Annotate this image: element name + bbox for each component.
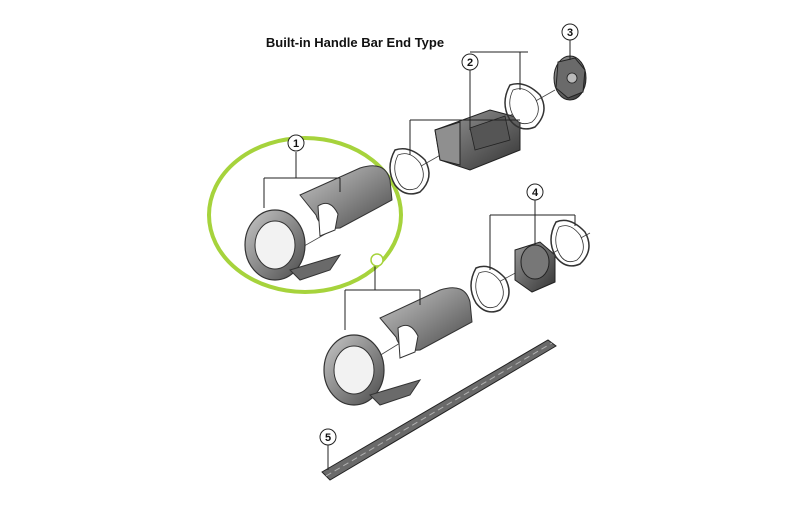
callout-1-upper: 1 — [287, 134, 305, 152]
callout-1-upper-label: 1 — [293, 138, 299, 150]
part-5-bar-tape — [321, 339, 557, 481]
callout-2: 2 — [461, 53, 479, 71]
diagram-title: Built-in Handle Bar End Type — [265, 35, 445, 50]
part-4-plug — [470, 219, 590, 313]
callout-2-label: 2 — [467, 57, 473, 69]
part-2-clamp — [389, 83, 545, 195]
callout-5-label: 5 — [325, 432, 331, 444]
highlight-circle — [207, 136, 403, 294]
callout-3-label: 3 — [567, 27, 573, 39]
part-1-upper — [244, 165, 393, 281]
part-3-end-cap — [553, 55, 587, 101]
callout-1-lower — [370, 253, 384, 267]
callout-4: 4 — [526, 183, 544, 201]
leader-lines — [263, 40, 576, 470]
callout-4-label: 4 — [532, 187, 539, 199]
callout-5: 5 — [319, 428, 337, 446]
callout-3: 3 — [561, 23, 579, 41]
part-1-lower — [323, 287, 473, 406]
